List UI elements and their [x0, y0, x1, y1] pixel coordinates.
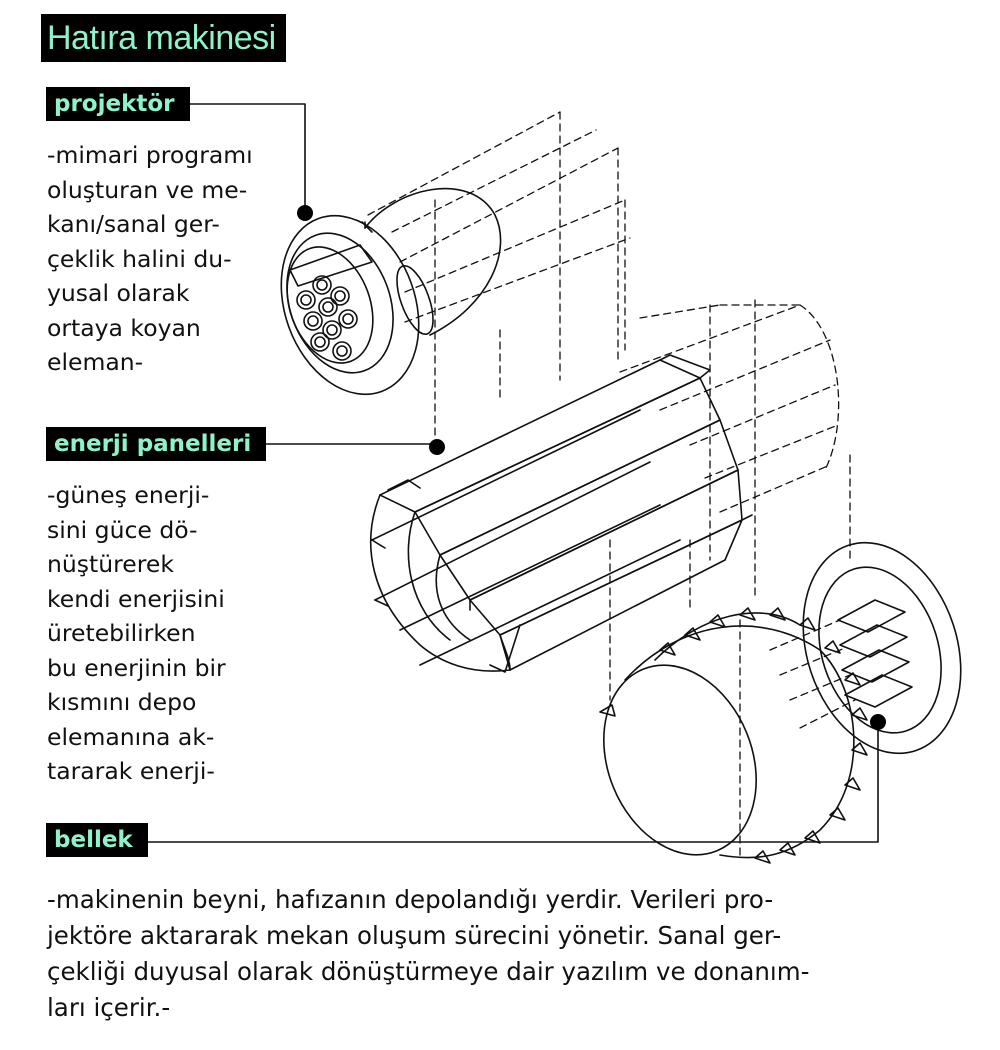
projector-description: -mimari programı oluşturan ve me- kanı/s… [47, 138, 253, 380]
projector-connector-dot [297, 205, 313, 221]
description-line: çeklik halini du- [47, 244, 232, 273]
description-line: tararak enerji- [47, 757, 215, 785]
description-line: bu enerjinin bir [47, 653, 226, 682]
description-line: nüştürerek [47, 550, 174, 578]
lens-cluster [296, 275, 358, 361]
description-line: yusal olarak [47, 279, 190, 307]
description-line: -mimari programı [47, 141, 253, 169]
label-energy-panels: enerji panelleri [46, 427, 266, 461]
description-line: kanı/sanal ger- [47, 210, 220, 238]
energy-panels-drawing [369, 354, 753, 673]
memory-description: -makinenin beyni, hafızanın depolandığı … [47, 882, 947, 1026]
description-line: ortaya koyan [47, 313, 201, 342]
energy-panels-description: -güneş enerji- sini güce dö- nüştürerek … [47, 478, 226, 789]
description-line: -güneş enerji- [47, 481, 210, 509]
leader-lines [147, 103, 879, 843]
description-line: kendi enerjisini [47, 584, 225, 613]
description-line: -makinenin beyni, hafızanın depolandığı … [47, 885, 774, 914]
label-projector: projektör [46, 87, 190, 121]
description-line: çekliği duyusal olarak dönüştürmeye dair… [47, 957, 810, 986]
description-line: oluşturan ve me- [47, 175, 248, 204]
description-line: kısmını depo [47, 688, 197, 716]
description-line: elemanına ak- [47, 722, 215, 751]
description-line: jektöre aktararak mekan oluşum sürecini … [47, 921, 782, 950]
memory-unit-drawing [599, 541, 962, 864]
memory-connector-dot [870, 714, 886, 730]
dashed-guide-lines [367, 111, 856, 861]
label-memory: bellek [46, 823, 148, 857]
diagram-title: Hatıra makinesi [41, 14, 286, 62]
description-line: ları içerir.- [47, 993, 171, 1022]
description-line: eleman- [47, 348, 144, 376]
projector-drawing [280, 187, 502, 396]
panels-connector-dot [429, 439, 445, 455]
description-line: sini güce dö- [47, 515, 198, 544]
description-line: üretebilirken [47, 619, 196, 647]
